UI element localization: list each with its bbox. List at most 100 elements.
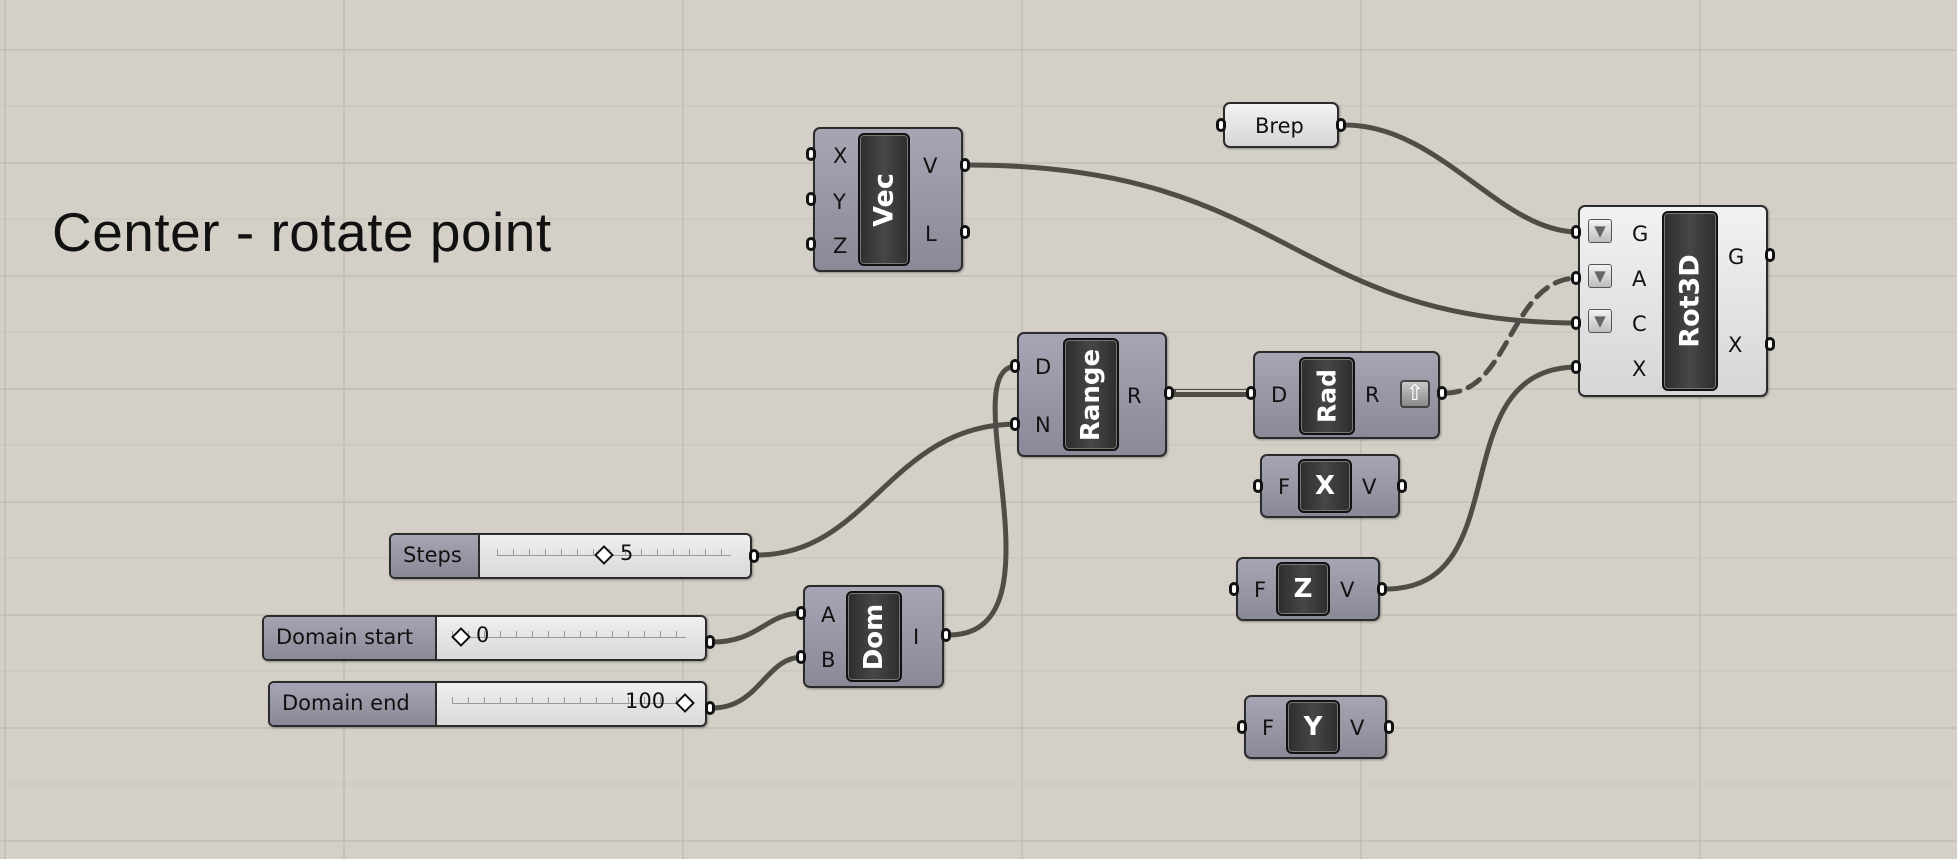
rot3d-input-grip-x[interactable] [1571,360,1581,374]
vec-component[interactable]: X Y Z Vec V L [813,127,963,272]
wire-domend-to-dom-b[interactable] [709,654,806,711]
x-func-core[interactable]: X [1298,459,1352,513]
x-function-component[interactable]: F X V [1260,454,1400,518]
brep-output-grip[interactable] [1336,118,1346,132]
domain-end-slider-value: 100 [625,689,666,713]
dom-input-a[interactable]: A [821,603,836,627]
steps-slider[interactable]: Steps 5 [389,533,752,579]
dom-input-grip-b[interactable] [796,650,806,664]
rot3d-input-grip-c[interactable] [1571,316,1581,330]
dom-output-grip-i[interactable] [941,628,951,642]
graft-icon[interactable]: ▼ [1588,309,1612,333]
y-func-output-v[interactable]: V [1350,716,1365,740]
rad-core-label: Rad [1312,368,1342,424]
x-func-input-f[interactable]: F [1278,475,1291,499]
rad-output-r[interactable]: R [1365,383,1380,407]
y-func-core-label: Y [1303,712,1323,742]
range-input-n[interactable]: N [1035,413,1051,437]
rot3d-component[interactable]: ▼ ▼ ▼ G A C X Rot3D G X [1578,205,1768,397]
vec-core[interactable]: Vec [858,133,910,266]
range-input-d[interactable]: D [1035,355,1052,379]
vec-input-z[interactable]: Z [833,234,848,258]
range-input-grip-d[interactable] [1010,359,1020,373]
rot3d-input-x[interactable]: X [1632,357,1647,381]
range-input-grip-n[interactable] [1010,417,1020,431]
dom-input-b[interactable]: B [821,648,836,672]
vec-input-x[interactable]: X [833,144,848,168]
rad-component[interactable]: D Rad R ⇧ [1253,351,1440,439]
wire-dom-to-range-d[interactable] [946,363,1020,638]
rad-output-grip-r[interactable] [1437,386,1447,400]
domain-end-slider-track[interactable] [452,693,682,704]
rad-core[interactable]: Rad [1299,357,1355,435]
vec-input-grip-z[interactable] [806,237,816,251]
x-func-output-grip[interactable] [1397,479,1407,493]
y-func-input-grip[interactable] [1237,720,1247,734]
rad-input-d[interactable]: D [1271,383,1288,407]
vec-output-l[interactable]: L [925,222,937,246]
rot3d-core[interactable]: Rot3D [1662,211,1718,391]
brep-label: Brep [1255,114,1304,138]
x-func-output-v[interactable]: V [1362,475,1377,499]
z-func-input-f[interactable]: F [1254,578,1267,602]
domain-start-slider-label: Domain start [264,617,437,659]
range-core[interactable]: Range [1063,338,1119,451]
domain-start-slider[interactable]: Domain start 0 [262,615,707,661]
x-func-input-grip[interactable] [1253,479,1263,493]
dom-component[interactable]: A B Dom I [803,585,944,688]
wire-rad-to-rot3d-a[interactable] [1443,275,1581,396]
y-function-component[interactable]: F Y V [1244,695,1387,759]
rot3d-input-c[interactable]: C [1632,312,1647,336]
wire-brep-to-rot3d-g[interactable] [1342,122,1581,235]
y-func-input-f[interactable]: F [1262,716,1275,740]
vec-output-v[interactable]: V [923,154,938,178]
x-func-core-label: X [1314,471,1336,501]
brep-input-grip[interactable] [1216,118,1226,132]
y-func-core[interactable]: Y [1286,700,1340,754]
up-arrow-icon[interactable]: ⇧ [1400,380,1430,408]
z-func-core[interactable]: Z [1276,562,1330,616]
z-func-core-label: Z [1293,574,1313,604]
steps-slider-output-grip[interactable] [749,549,759,563]
rot3d-input-grip-g[interactable] [1571,225,1581,239]
graft-icon[interactable]: ▼ [1588,264,1612,288]
steps-slider-value: 5 [620,541,634,565]
steps-slider-track[interactable] [497,545,731,556]
rot3d-output-grip-x[interactable] [1765,337,1775,351]
vec-input-grip-y[interactable] [806,192,816,206]
domain-start-slider-track[interactable] [452,627,686,638]
rot3d-input-g[interactable]: G [1632,222,1649,246]
rot3d-output-g[interactable]: G [1728,245,1745,269]
wire-z-to-rot3d-x[interactable] [1383,364,1581,592]
rad-input-grip-d[interactable] [1246,386,1256,400]
domain-end-slider-output-grip[interactable] [705,701,715,715]
graft-icon[interactable]: ▼ [1588,219,1612,243]
z-func-input-grip[interactable] [1229,582,1239,596]
vec-input-grip-x[interactable] [806,147,816,161]
wire-steps-to-range-n[interactable] [754,421,1020,558]
vec-output-grip-v[interactable] [960,158,970,172]
z-func-output-v[interactable]: V [1340,578,1355,602]
y-func-output-grip[interactable] [1384,720,1394,734]
dom-core[interactable]: Dom [846,591,902,682]
rot3d-input-a[interactable]: A [1632,267,1647,291]
domain-start-slider-output-grip[interactable] [705,635,715,649]
range-component[interactable]: D N Range R [1017,332,1167,457]
domain-end-slider[interactable]: Domain end 100 [268,681,707,727]
wire-vec-to-rot3d-c[interactable] [965,162,1581,326]
dom-output-i[interactable]: I [913,625,920,649]
vec-output-grip-l[interactable] [960,225,970,239]
z-func-output-grip[interactable] [1377,582,1387,596]
range-output-r[interactable]: R [1127,384,1142,408]
rot3d-input-grip-a[interactable] [1571,271,1581,285]
dom-input-grip-a[interactable] [796,606,806,620]
vec-input-y[interactable]: Y [833,190,846,214]
z-function-component[interactable]: F Z V [1236,557,1380,621]
brep-parameter[interactable]: Brep [1223,102,1339,148]
rot3d-output-grip-g[interactable] [1765,248,1775,262]
rot3d-output-x[interactable]: X [1728,333,1743,357]
range-output-grip-r[interactable] [1164,386,1174,400]
wire-domstart-to-dom-a[interactable] [709,610,806,645]
domain-end-slider-label: Domain end [270,683,437,725]
